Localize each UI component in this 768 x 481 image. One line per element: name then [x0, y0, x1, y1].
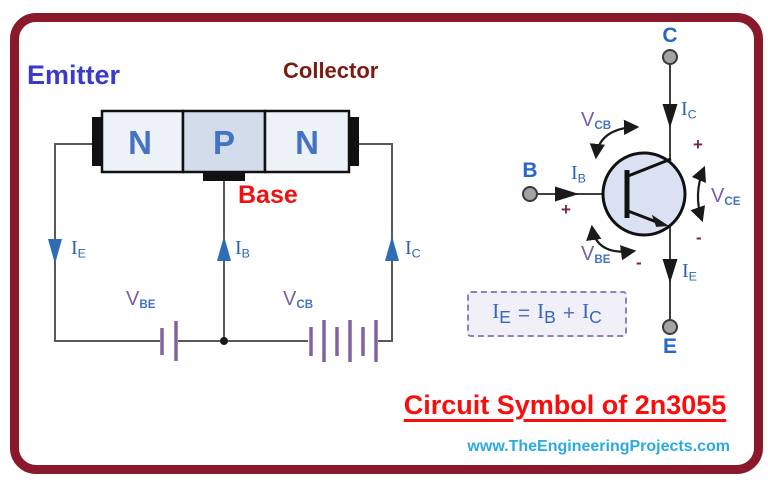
equation-term-ie: IE: [492, 299, 511, 328]
equation-term-ic: IC: [582, 299, 602, 328]
collector-label: Collector: [283, 58, 379, 83]
plus-sign-equation: +: [562, 302, 576, 325]
transistor-symbol: [522, 49, 706, 335]
page-title: Circuit Symbol of 2n3055: [403, 390, 727, 420]
emitter-arrowhead: [651, 214, 669, 227]
ie-arrow-down: [48, 239, 62, 264]
equals-sign: =: [517, 302, 531, 325]
ie-label-left: IE: [71, 237, 86, 261]
base-label: Base: [238, 181, 298, 209]
transistor-circle: [601, 151, 687, 237]
vcb-curved-arrow: [589, 119, 640, 160]
vcb-label-left: VCB: [283, 288, 314, 312]
base-contact-tab: [203, 172, 245, 181]
border-frame: [10, 13, 763, 474]
emitter-contact-cap: [92, 117, 103, 166]
ib-arrow-up: [217, 236, 231, 261]
vce-label-symbol: VCE: [711, 185, 741, 209]
current-equation-box: IE = IB + IC: [467, 291, 627, 337]
p-letter: P: [212, 124, 235, 161]
website-link: www.TheEngineeringProjects.com: [467, 438, 730, 455]
n-letter-right: N: [295, 124, 319, 161]
collector-wire: [359, 143, 393, 342]
vbe-battery: [160, 321, 178, 361]
ib-label-left: IB: [235, 237, 250, 261]
vcb-label-symbol: VCB: [581, 109, 612, 133]
ie-label-symbol: IE: [682, 260, 697, 284]
vbe-label-left: VBE: [126, 288, 156, 312]
emitter-terminal-label: E: [662, 335, 677, 358]
equation-term-ib: IB: [537, 299, 556, 328]
minus-sign-vce: -: [696, 228, 702, 247]
ic-arrow-symbol: [662, 104, 678, 128]
ib-arrow-symbol: [555, 186, 579, 202]
ie-arrow-symbol: [662, 259, 678, 283]
npn-structure: [48, 109, 399, 362]
ic-arrow-up: [385, 236, 399, 261]
emitter-terminal: [662, 319, 678, 335]
collector-contact-cap: [348, 117, 359, 166]
collector-line: [627, 157, 672, 178]
minus-sign-emitter: -: [636, 253, 642, 272]
ic-label-left: IC: [405, 237, 421, 261]
base-terminal-label: B: [522, 159, 538, 182]
junction-dot: [220, 337, 228, 345]
p-region: [181, 109, 267, 174]
vbe-curved-arrow: [586, 224, 637, 261]
ic-label-symbol: IC: [681, 98, 697, 122]
plus-sign-base: +: [561, 200, 571, 219]
collector-terminal: [662, 49, 678, 65]
vcb-battery: [309, 320, 378, 362]
vbe-label-symbol: VBE: [581, 243, 611, 267]
base-terminal: [522, 186, 538, 202]
ib-label-symbol: IB: [571, 162, 586, 186]
emitter-label: Emitter: [27, 60, 121, 90]
collector-terminal-label: C: [662, 24, 678, 47]
plus-sign-collector: +: [693, 135, 703, 154]
n-letter-left: N: [128, 124, 152, 161]
vce-curved-arrow: [690, 165, 706, 223]
